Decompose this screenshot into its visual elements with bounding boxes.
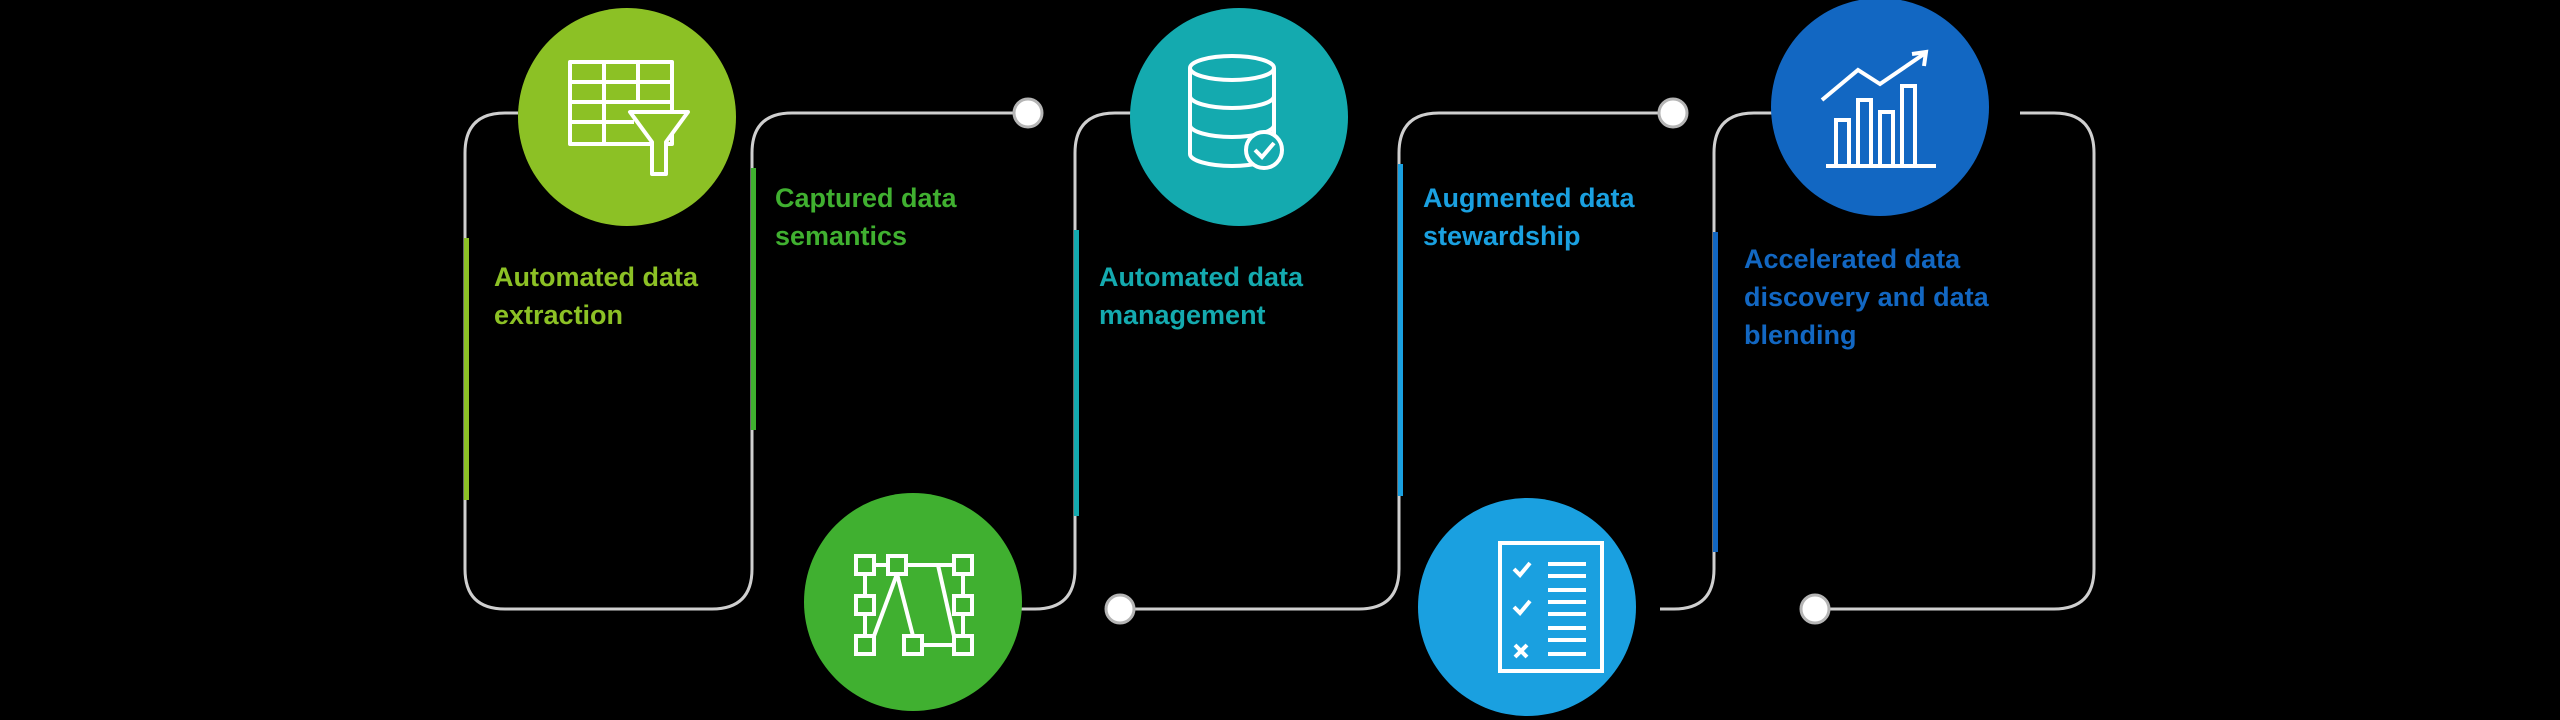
checklist-icon bbox=[1498, 541, 1604, 673]
table-filter-icon bbox=[568, 60, 690, 176]
bar-chart-trend-icon bbox=[1820, 49, 1936, 168]
step-label-line: Automated data bbox=[494, 262, 699, 292]
step-label-line: Captured data bbox=[775, 183, 957, 213]
accent-bar-3 bbox=[1074, 230, 1079, 516]
step-label-1: Automated data extraction bbox=[494, 258, 724, 334]
step-label-line: Augmented data bbox=[1423, 183, 1635, 213]
accent-bars bbox=[464, 164, 1718, 552]
step-1-circle bbox=[518, 8, 736, 226]
connector-dot bbox=[1104, 593, 1136, 625]
accent-bar-4 bbox=[1398, 164, 1403, 496]
step-label-3: Automated data management bbox=[1099, 258, 1329, 334]
step-3-circle bbox=[1130, 8, 1348, 226]
accent-bar-1 bbox=[464, 238, 469, 500]
step-label-line: Accelerated data bbox=[1744, 244, 1961, 274]
step-4-circle bbox=[1418, 498, 1636, 716]
step-label-line: extraction bbox=[494, 300, 624, 330]
step-5-circle bbox=[1771, 0, 1989, 216]
accent-bar-2 bbox=[751, 168, 756, 430]
accent-bar-5 bbox=[1713, 232, 1718, 552]
connector-dot bbox=[1657, 97, 1689, 129]
database-check-icon bbox=[1188, 54, 1284, 170]
step-label-2: Captured data semantics bbox=[775, 179, 1005, 255]
connector-segment-1 bbox=[463, 111, 1028, 611]
connector-dot bbox=[1799, 593, 1831, 625]
step-label-line: blending bbox=[1744, 320, 1857, 350]
step-label-5: Accelerated data discovery and data blen… bbox=[1744, 240, 1994, 354]
step-label-line: semantics bbox=[775, 221, 908, 251]
connector-segment-4 bbox=[1660, 111, 1782, 611]
step-label-line: discovery and data bbox=[1744, 282, 1989, 312]
step-label-line: Automated data bbox=[1099, 262, 1304, 292]
step-label-line: management bbox=[1099, 300, 1266, 330]
network-diagram-icon bbox=[854, 554, 974, 656]
step-label-4: Augmented data stewardship bbox=[1423, 179, 1653, 255]
connector-segment-5 bbox=[1815, 111, 2096, 611]
connector-dot bbox=[1012, 97, 1044, 129]
step-2-circle bbox=[804, 493, 1022, 711]
connector-dots bbox=[1012, 97, 1831, 625]
step-label-line: stewardship bbox=[1423, 221, 1581, 251]
